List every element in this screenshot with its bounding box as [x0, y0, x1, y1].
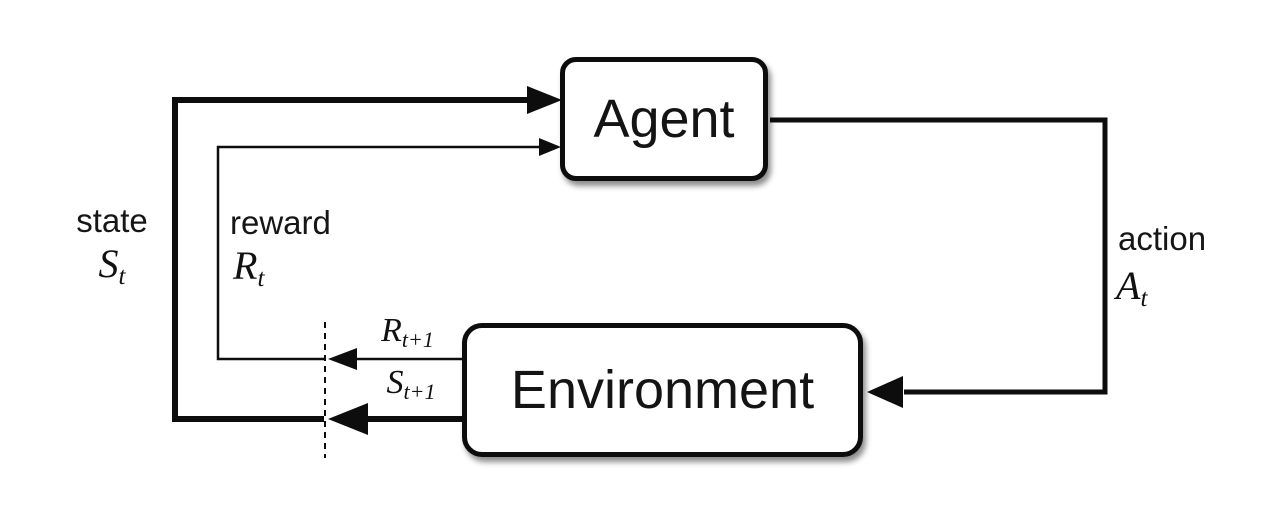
- reward-label: reward: [230, 204, 331, 241]
- next-state-symbol: St+1: [357, 366, 465, 403]
- action-arrowhead-icon: [867, 376, 903, 408]
- state-arrowhead-icon: [527, 86, 562, 114]
- reward-symbol-letter: R: [233, 243, 258, 288]
- reward-symbol: Rt: [233, 243, 265, 292]
- action-symbol: At: [1116, 263, 1148, 312]
- next-reward-symbol-letter: R: [381, 312, 402, 349]
- state-symbol: St: [52, 241, 172, 290]
- agent-node-label: Agent: [593, 89, 735, 149]
- state-symbol-subscript: t: [118, 263, 126, 290]
- reward-symbol-subscript: t: [257, 265, 265, 292]
- action-symbol-letter: A: [1116, 263, 1141, 308]
- next-reward-symbol: Rt+1: [355, 314, 460, 351]
- action-label: action: [1118, 220, 1207, 257]
- environment-node: Environment: [462, 323, 863, 457]
- next-reward-arrowhead-icon: [328, 348, 357, 370]
- state-symbol-letter: S: [98, 241, 119, 286]
- reward-line: [216, 145, 545, 361]
- state-line: [172, 97, 530, 422]
- next-state-symbol-letter: S: [386, 364, 404, 401]
- action-symbol-subscript: t: [1140, 285, 1148, 312]
- environment-node-label: Environment: [510, 360, 815, 420]
- next-state-arrowhead-icon: [328, 403, 368, 435]
- action-line: [770, 117, 1108, 395]
- reward-arrowhead-icon: [539, 138, 561, 156]
- next-state-symbol-subscript: t+1: [403, 379, 436, 405]
- agent-node: Agent: [560, 57, 768, 181]
- state-label: state: [76, 202, 148, 239]
- next-reward-symbol-subscript: t+1: [401, 327, 434, 353]
